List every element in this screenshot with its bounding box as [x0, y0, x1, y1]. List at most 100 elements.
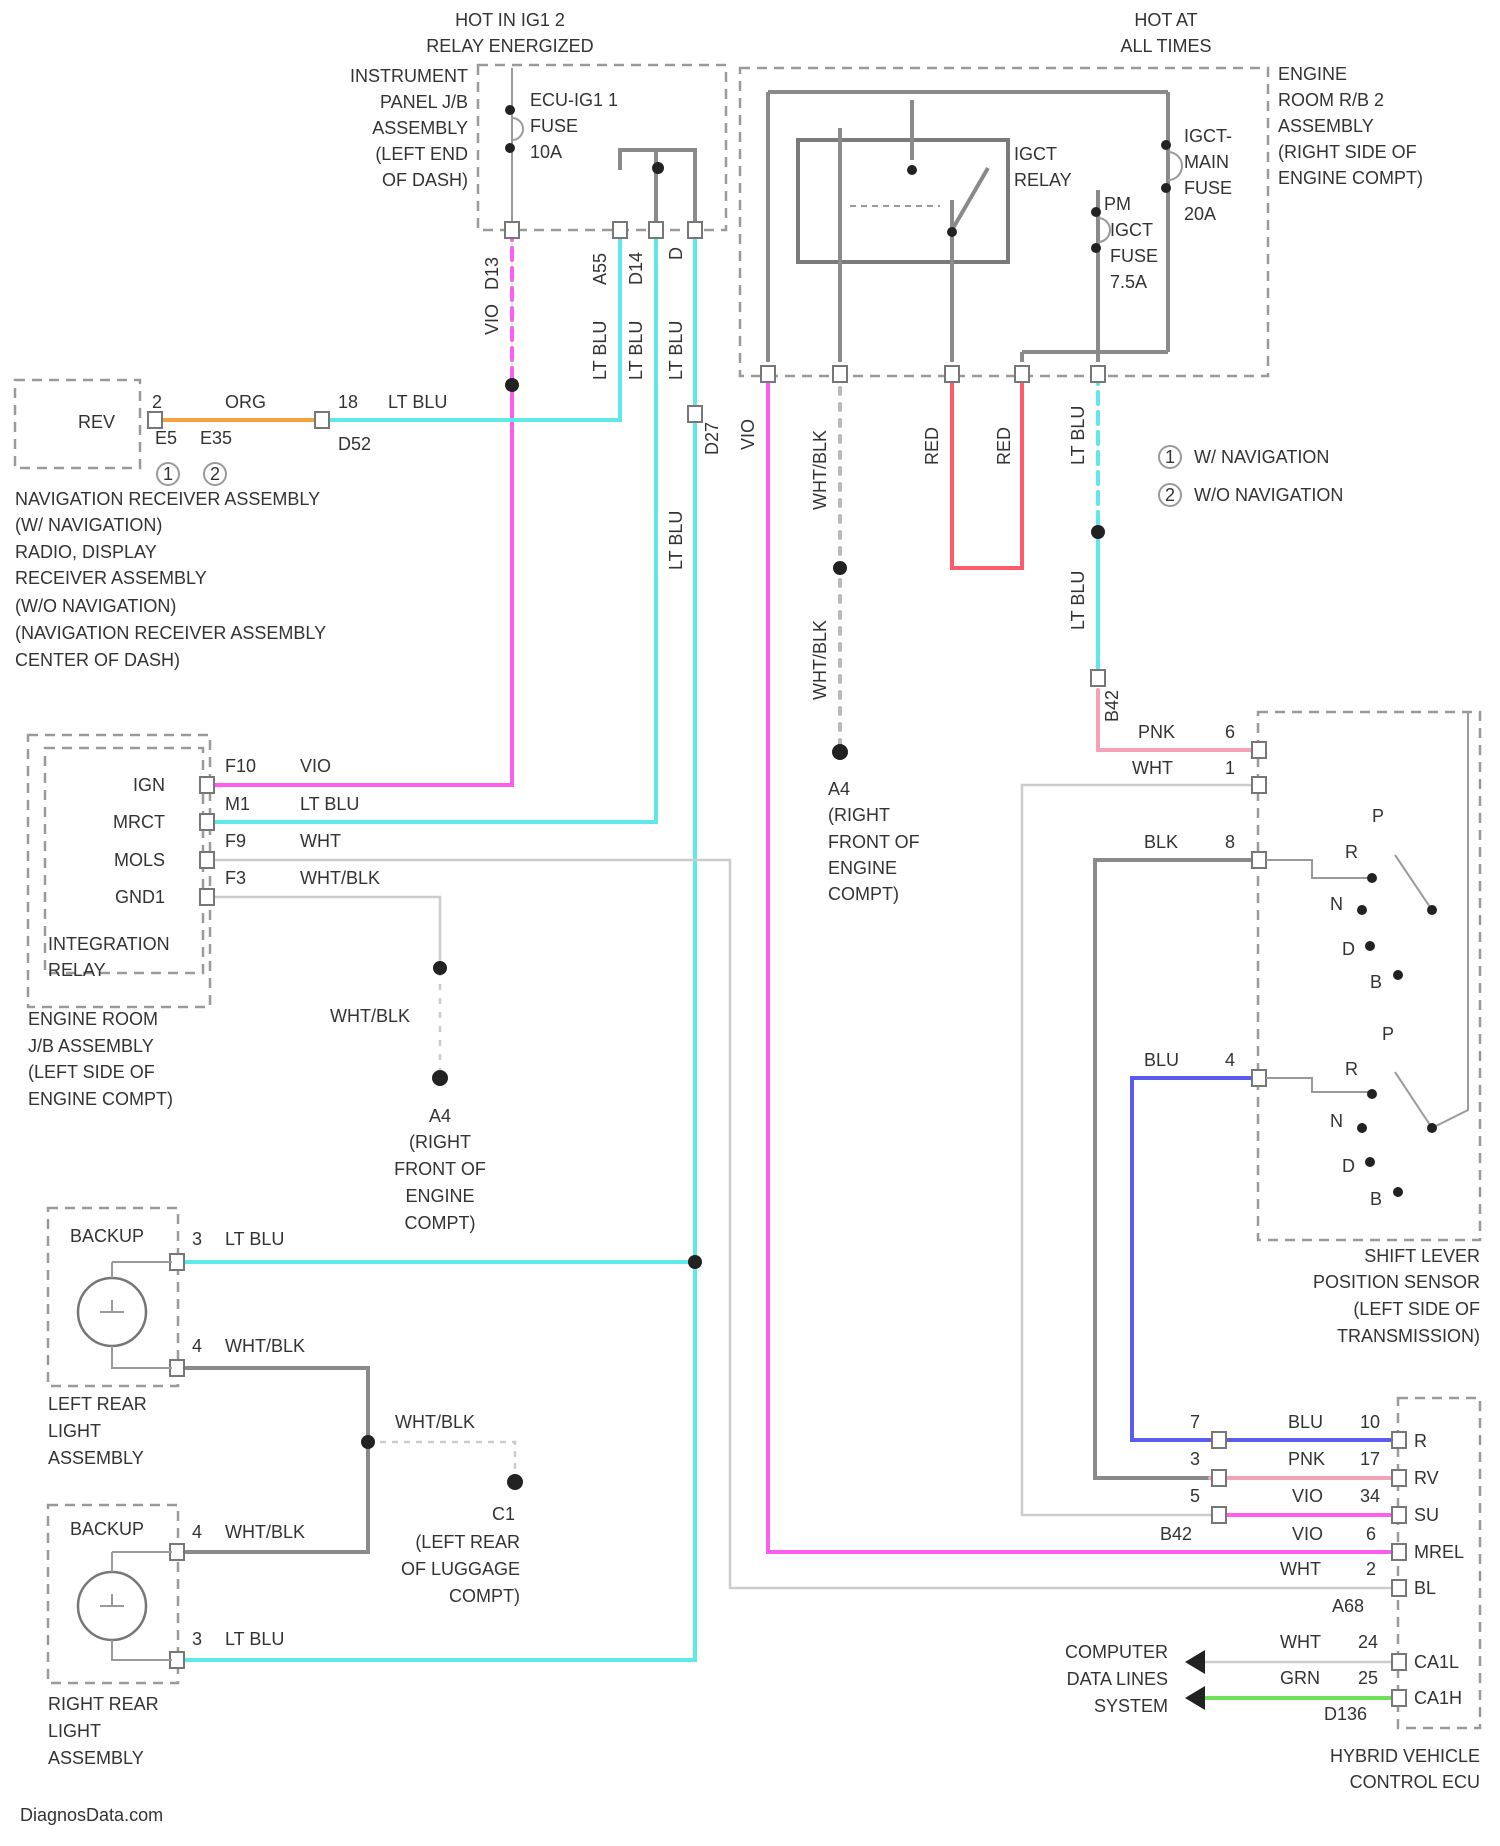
svg-text:LT BLU: LT BLU: [225, 1629, 284, 1649]
svg-text:LT BLU: LT BLU: [626, 321, 646, 380]
svg-text:LIGHT: LIGHT: [48, 1421, 101, 1441]
svg-text:(LEFT END: (LEFT END: [375, 144, 468, 164]
site-credit: DiagnosData.com: [20, 1805, 163, 1826]
svg-text:(W/ NAVIGATION): (W/ NAVIGATION): [15, 515, 162, 535]
svg-text:PNK: PNK: [1138, 722, 1175, 742]
ecu-row-ca1l: WHT 24 CA1L: [1280, 1632, 1459, 1672]
svg-text:FRONT OF: FRONT OF: [828, 832, 920, 852]
svg-text:VIO: VIO: [300, 756, 331, 776]
svg-text:C1: C1: [492, 1504, 515, 1524]
svg-text:RELAY: RELAY: [48, 960, 106, 980]
legend-mark-2: 2: [210, 464, 220, 484]
svg-text:LT BLU: LT BLU: [1068, 406, 1088, 465]
svg-text:LEFT REAR: LEFT REAR: [48, 1394, 147, 1414]
svg-text:VIO: VIO: [1292, 1524, 1323, 1544]
svg-text:WHT/BLK: WHT/BLK: [225, 1336, 305, 1356]
svg-text:WHT: WHT: [1132, 758, 1173, 778]
svg-text:17: 17: [1360, 1449, 1380, 1469]
ecu-conn-d136: D136: [1324, 1704, 1367, 1724]
svg-text:BL: BL: [1414, 1578, 1436, 1598]
svg-text:D27: D27: [702, 422, 722, 455]
svg-text:10A: 10A: [530, 142, 562, 162]
svg-text:WHT: WHT: [1280, 1559, 1321, 1579]
svg-text:DATA LINES: DATA LINES: [1067, 1669, 1168, 1689]
svg-text:5: 5: [1190, 1486, 1200, 1506]
svg-text:ALL TIMES: ALL TIMES: [1120, 36, 1211, 56]
svg-text:ENGINE: ENGINE: [1278, 64, 1347, 84]
svg-text:SU: SU: [1414, 1505, 1439, 1525]
svg-text:2: 2: [1366, 1559, 1376, 1579]
svg-text:BLU: BLU: [1288, 1412, 1323, 1432]
svg-text:LT BLU: LT BLU: [1068, 571, 1088, 630]
rev-terminal: REV: [78, 412, 115, 432]
shift-positions: P R N D B P R N D B: [1330, 806, 1394, 1209]
svg-text:VIO: VIO: [482, 304, 502, 335]
svg-text:WHT/BLK: WHT/BLK: [225, 1522, 305, 1542]
hot-ig-label: HOT IN IG1 2 RELAY ENERGIZED: [426, 10, 593, 56]
pm-igct-fuse-label: PM IGCT FUSE 7.5A: [1104, 194, 1158, 292]
svg-text:COMPT): COMPT): [449, 1586, 520, 1606]
svg-text:A4: A4: [429, 1106, 451, 1126]
svg-text:ASSEMBLY: ASSEMBLY: [1278, 116, 1374, 136]
svg-text:4: 4: [192, 1522, 202, 1542]
svg-text:F10: F10: [225, 756, 256, 776]
svg-text:B42: B42: [1160, 1524, 1192, 1544]
svg-text:VIO: VIO: [1292, 1486, 1323, 1506]
svg-text:GRN: GRN: [1280, 1668, 1320, 1688]
igct-relay-box: [798, 140, 1008, 262]
svg-text:OF DASH): OF DASH): [382, 170, 468, 190]
navigation-legend: 1 2 W/ NAVIGATION W/O NAVIGATION: [1165, 447, 1343, 505]
hybrid-ecu-box: [1398, 1398, 1480, 1728]
svg-text:PANEL J/B: PANEL J/B: [380, 92, 468, 112]
ecu-conn-a68: A68: [1332, 1596, 1364, 1616]
vertical-wire-labels: VIO D13 A55 LT BLU D14 LT BLU D LT BLU L…: [482, 247, 1122, 722]
rev-pin-18: 18: [338, 392, 358, 412]
svg-text:B: B: [1370, 972, 1382, 992]
left-rear-light-label: LEFT REAR LIGHT ASSEMBLY: [48, 1394, 147, 1468]
svg-text:CA1L: CA1L: [1414, 1652, 1459, 1672]
navigation-receiver-label: NAVIGATION RECEIVER ASSEMBLY (W/ NAVIGAT…: [15, 489, 326, 670]
svg-text:COMPT): COMPT): [828, 884, 899, 904]
svg-text:WHT/BLK: WHT/BLK: [300, 868, 380, 888]
svg-text:HOT IN IG1 2: HOT IN IG1 2: [455, 10, 565, 30]
svg-text:20A: 20A: [1184, 204, 1216, 224]
svg-text:WHT: WHT: [300, 831, 341, 851]
svg-text:N: N: [1330, 894, 1343, 914]
svg-text:HYBRID VEHICLE: HYBRID VEHICLE: [1330, 1746, 1480, 1766]
svg-text:1: 1: [1165, 447, 1175, 467]
svg-text:CONTROL ECU: CONTROL ECU: [1350, 1772, 1480, 1792]
svg-text:24: 24: [1358, 1632, 1378, 1652]
svg-text:ECU-IG1 1: ECU-IG1 1: [530, 90, 618, 110]
svg-text:POSITION SENSOR: POSITION SENSOR: [1313, 1272, 1480, 1292]
ecu-ig1-fuse-label: ECU-IG1 1 FUSE 10A: [530, 90, 618, 162]
svg-text:RECEIVER ASSEMBLY: RECEIVER ASSEMBLY: [15, 568, 207, 588]
svg-text:MAIN: MAIN: [1184, 152, 1229, 172]
svg-text:INSTRUMENT: INSTRUMENT: [350, 66, 468, 86]
svg-text:FUSE: FUSE: [1110, 246, 1158, 266]
svg-text:HOT AT: HOT AT: [1134, 10, 1197, 30]
svg-text:4: 4: [192, 1336, 202, 1356]
svg-text:34: 34: [1360, 1486, 1380, 1506]
svg-text:RADIO, DISPLAY: RADIO, DISPLAY: [15, 542, 157, 562]
svg-text:ASSEMBLY: ASSEMBLY: [48, 1448, 144, 1468]
svg-text:2: 2: [1165, 485, 1175, 505]
svg-text:RELAY ENERGIZED: RELAY ENERGIZED: [426, 36, 593, 56]
svg-text:3: 3: [1190, 1449, 1200, 1469]
svg-text:25: 25: [1358, 1668, 1378, 1688]
svg-text:(W/O NAVIGATION): (W/O NAVIGATION): [15, 596, 176, 616]
svg-text:LIGHT: LIGHT: [48, 1721, 101, 1741]
igct-main-fuse-label: IGCT- MAIN FUSE 20A: [1184, 126, 1232, 224]
svg-text:F3: F3: [225, 868, 246, 888]
svg-text:(LEFT REAR: (LEFT REAR: [415, 1532, 520, 1552]
shift-sensor-wire-labels: PNK 6 WHT 1 BLK 8 BLU 4: [1132, 722, 1235, 1070]
ecu-row-ca1h: GRN 25 CA1H: [1280, 1668, 1462, 1708]
svg-text:10: 10: [1360, 1412, 1380, 1432]
right-backup-label: BACKUP: [70, 1519, 144, 1539]
svg-text:N: N: [1330, 1111, 1343, 1131]
igct-relay-label: IGCT RELAY: [1014, 144, 1072, 190]
rev-conn-e5: E5: [155, 428, 177, 448]
svg-text:M1: M1: [225, 794, 250, 814]
svg-text:B42: B42: [1102, 690, 1122, 722]
svg-text:R: R: [1414, 1431, 1427, 1451]
